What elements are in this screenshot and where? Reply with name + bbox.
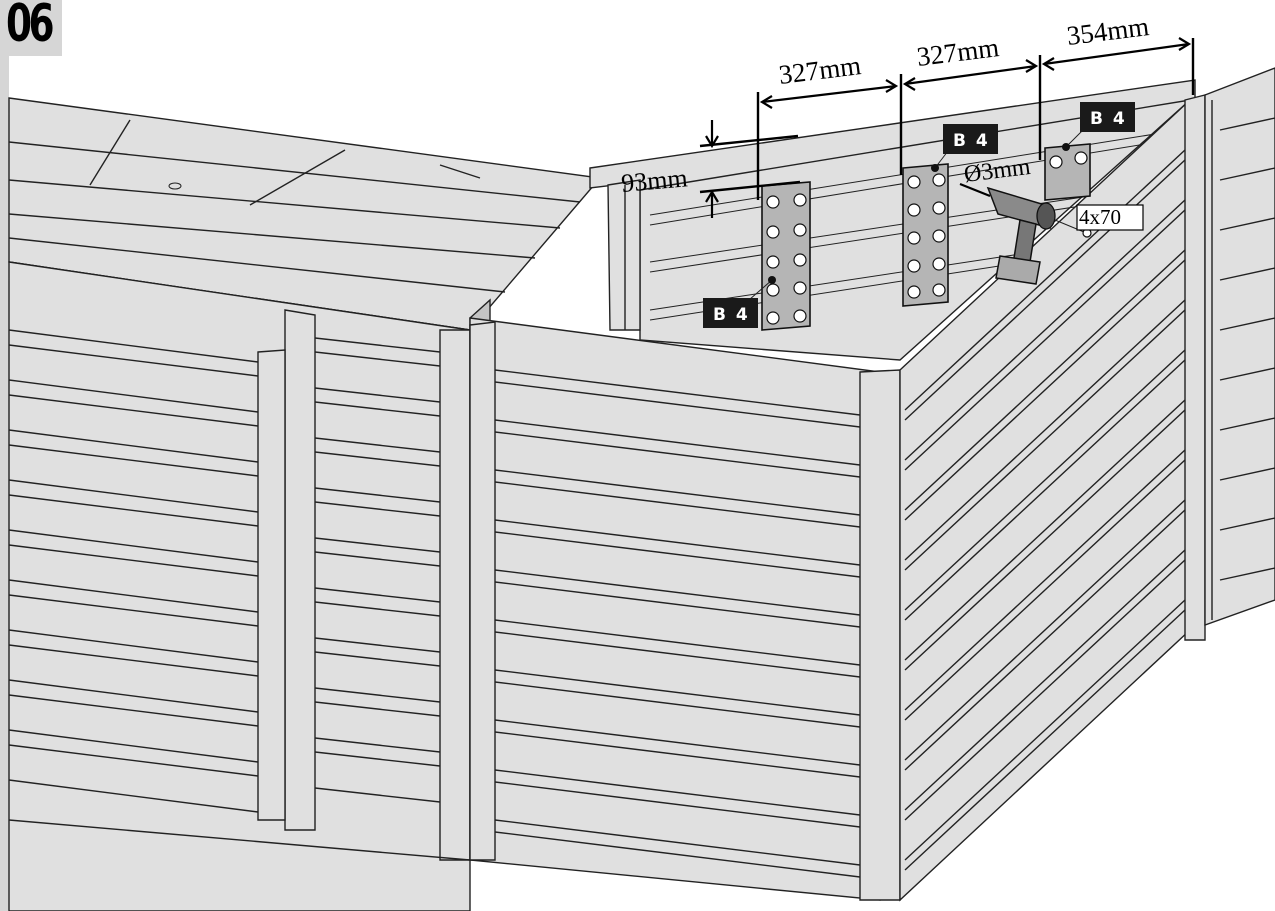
- height-label: 93mm: [620, 163, 689, 198]
- part-tag-b4-left: B 4: [703, 276, 776, 328]
- part-tag-b4-middle: B 4: [931, 124, 998, 172]
- drill-icon: [959, 182, 1092, 285]
- screw-icon: [1049, 151, 1088, 169]
- screw-size-box: [1076, 204, 1144, 231]
- right-box-side-planks: [904, 149, 1186, 871]
- screw-size-label: 4x70: [1079, 205, 1121, 229]
- left-box-planks: [8, 329, 471, 861]
- right-box-front-planks: [494, 369, 861, 878]
- part-tag-label: B 4: [953, 131, 990, 151]
- dimension-label-3: 354mm: [1065, 11, 1151, 51]
- left-box-front: [8, 261, 471, 911]
- part-tag-b4-right: B 4: [1062, 102, 1135, 151]
- screw-icon: [766, 193, 807, 325]
- dimension-label-1: 327mm: [777, 50, 863, 90]
- dimension-lines: [699, 37, 1195, 218]
- bracket-b4-right: [1044, 143, 1091, 201]
- step-badge: 06: [0, 0, 62, 56]
- lid-panel: [8, 97, 602, 331]
- screw-icon: [907, 173, 946, 299]
- bracket-b4-left: [761, 181, 811, 331]
- dimension-label-2: 327mm: [915, 32, 1001, 72]
- step-number: 06: [6, 0, 55, 54]
- part-tag-label: B 4: [713, 305, 750, 325]
- step-side-bar: [0, 0, 9, 911]
- bracket-b4-middle: [902, 163, 949, 307]
- right-box-side: [899, 94, 1206, 902]
- lid-hole: [168, 182, 182, 190]
- right-box-front: [469, 317, 901, 901]
- part-tag-label: B 4: [1090, 109, 1127, 129]
- far-right-box: [1204, 67, 1275, 626]
